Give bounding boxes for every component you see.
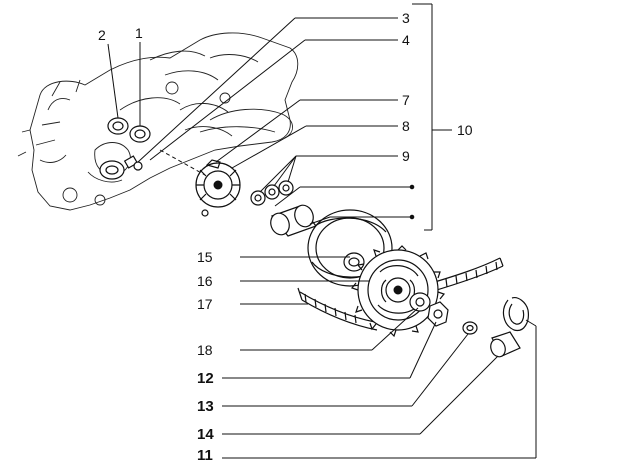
callout-2: 2 [98,27,106,43]
callout-4: 4 [402,32,410,48]
callout-14: 14 [197,426,214,443]
callout-17: 17 [197,296,213,312]
drive-belt [297,257,504,331]
callout-1: 1 [135,25,143,41]
callout-15: 15 [197,249,213,265]
reference-dot [409,184,415,190]
callout-9: 9 [402,148,410,164]
engine-crankcase [17,32,299,211]
nut [427,301,449,327]
leader-lines [107,3,537,459]
bearing [409,292,431,312]
part-2-bushing [107,117,129,135]
callout-12: 12 [197,370,214,387]
callout-3: 3 [402,10,410,26]
callout-7: 7 [402,92,410,108]
reference-dot [409,214,415,220]
sleeve-bushing [270,204,317,237]
callout-18: 18 [197,342,213,358]
callout-16: 16 [197,273,213,289]
part-1-bushing [129,125,151,143]
callout-13: 13 [197,398,214,415]
callout-11: 11 [197,447,213,463]
roller-weights [250,180,294,206]
callout-10: 10 [457,122,473,138]
crankcase-bushing-lower [99,160,125,180]
washer [462,321,478,335]
fan-impeller [195,159,241,217]
callout-8: 8 [402,118,410,134]
spacer-pin [490,331,521,358]
retaining-clip [502,297,529,332]
